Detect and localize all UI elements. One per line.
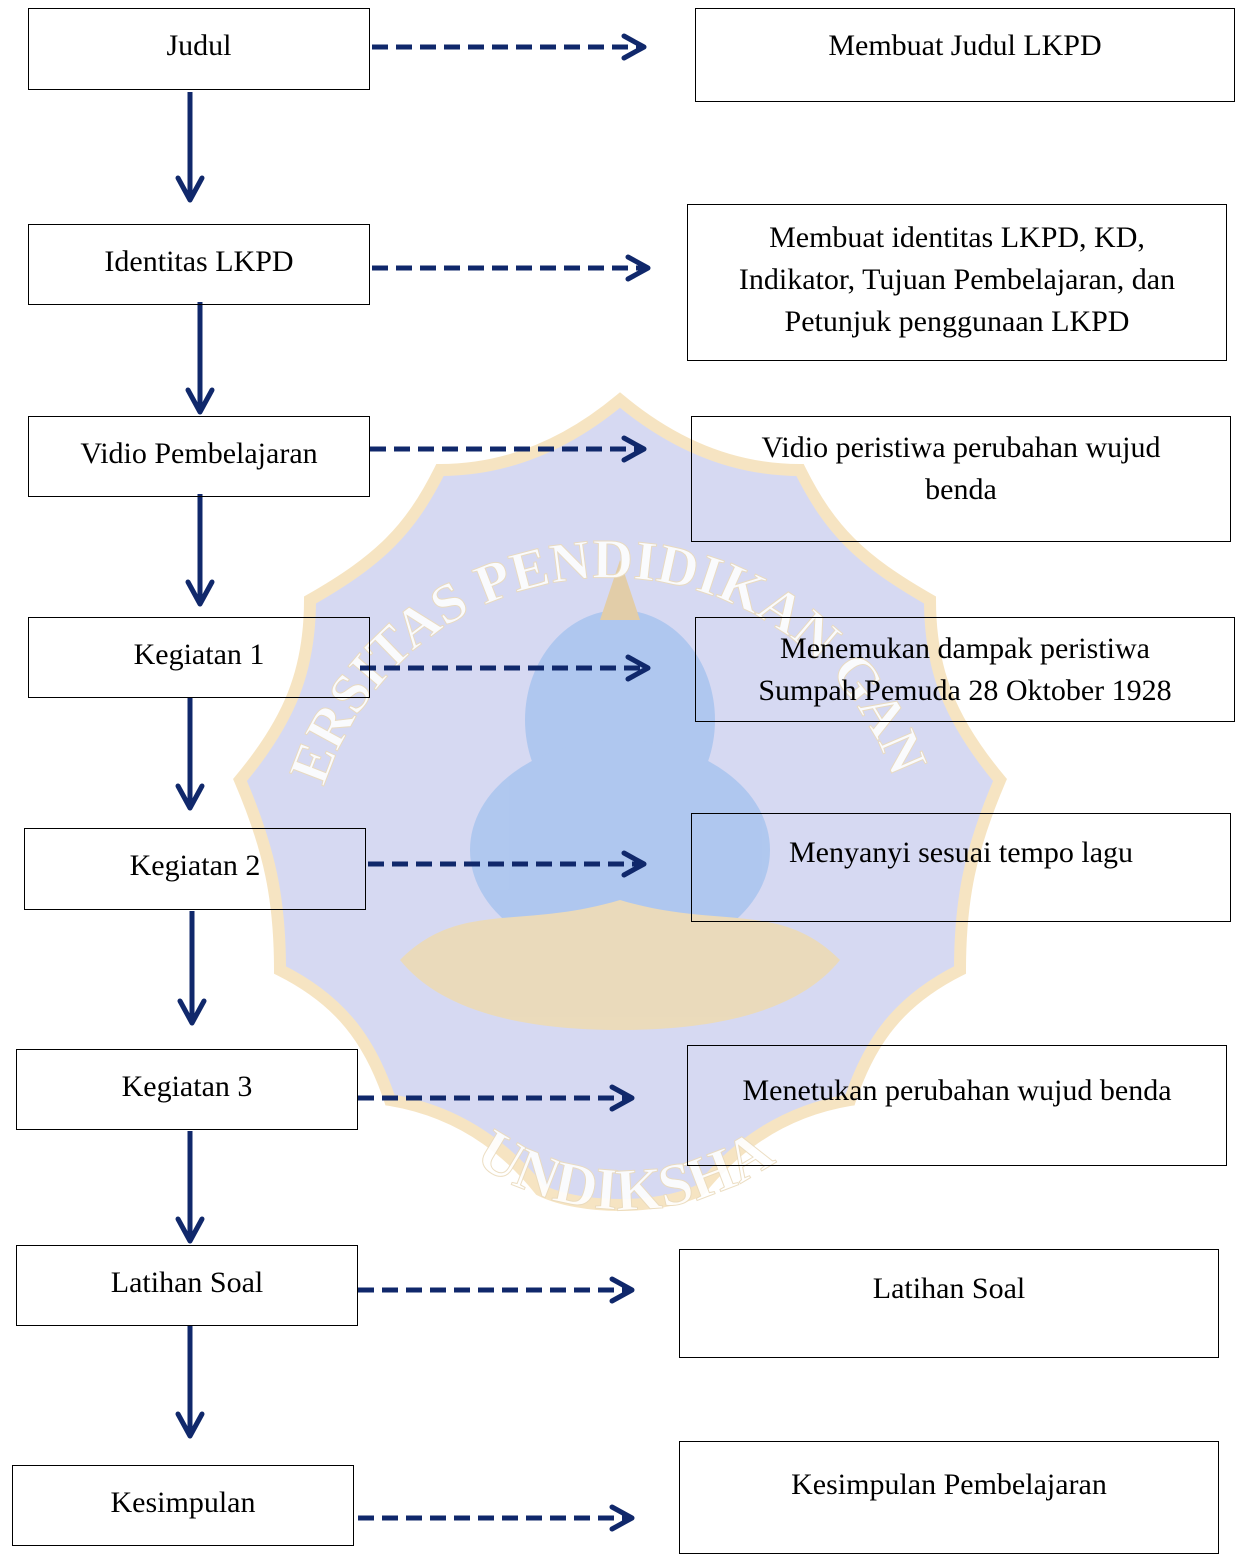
desc-kegiatan-3: Menetukan perubahan wujud benda [687,1045,1227,1166]
dashed-arrow-3 [370,435,647,463]
desc-identitas-lkpd: Membuat identitas LKPD, KD, Indikator, T… [687,204,1227,361]
dashed-arrow-5 [368,850,647,878]
flow-arrow-down-3 [185,494,215,607]
dashed-arrow-2 [372,254,651,282]
dashed-arrow-6 [358,1084,635,1112]
desc-judul: Membuat Judul LKPD [695,8,1235,102]
dashed-arrow-4 [360,654,651,682]
dashed-arrow-1 [372,33,647,61]
dashed-arrow-7 [358,1276,635,1304]
seal-figure [400,560,840,1030]
flow-arrow-down-7 [175,1326,205,1439]
step-judul: Judul [28,8,370,90]
flow-arrow-down-5 [177,911,207,1026]
desc-kesimpulan: Kesimpulan Pembelajaran [679,1441,1219,1554]
step-latihan-soal: Latihan Soal [16,1245,358,1326]
desc-vidio-pembelajaran: Vidio peristiwa perubahan wujud benda [691,416,1231,542]
step-kegiatan-2: Kegiatan 2 [24,828,366,910]
desc-kegiatan-1: Menemukan dampak peristiwa Sumpah Pemuda… [695,617,1235,722]
dashed-arrow-8 [358,1504,635,1532]
step-identitas-lkpd: Identitas LKPD [28,224,370,305]
desc-kegiatan-2: Menyanyi sesuai tempo lagu [691,813,1231,922]
step-vidio-pembelajaran: Vidio Pembelajaran [28,416,370,497]
step-kegiatan-3: Kegiatan 3 [16,1049,358,1130]
flow-arrow-down-4 [175,698,205,811]
step-kesimpulan: Kesimpulan [12,1465,354,1546]
step-kegiatan-1: Kegiatan 1 [28,617,370,698]
desc-latihan-soal: Latihan Soal [679,1249,1219,1358]
flow-arrow-down-2 [185,302,215,415]
flow-arrow-down-6 [175,1131,205,1244]
flow-arrow-down-1 [175,92,205,203]
